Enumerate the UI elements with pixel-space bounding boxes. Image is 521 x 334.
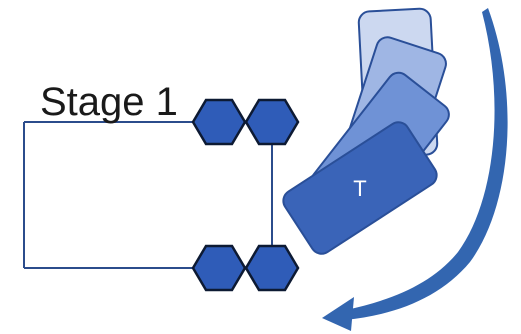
arrow-body [345,8,508,320]
card-letter: T [353,176,366,201]
hexagon-icon [191,244,247,292]
hexagon-icon [244,244,300,292]
hexagon-nodes [191,98,300,292]
card-stack: T [282,7,450,255]
hexagon-icon [244,98,300,146]
hexagon-icon [191,98,247,146]
stage-label: Stage 1 [40,80,178,124]
stage-frame [23,121,273,269]
curved-arrow-icon [322,8,508,331]
arrow-head [322,297,354,331]
card-front [282,121,438,255]
